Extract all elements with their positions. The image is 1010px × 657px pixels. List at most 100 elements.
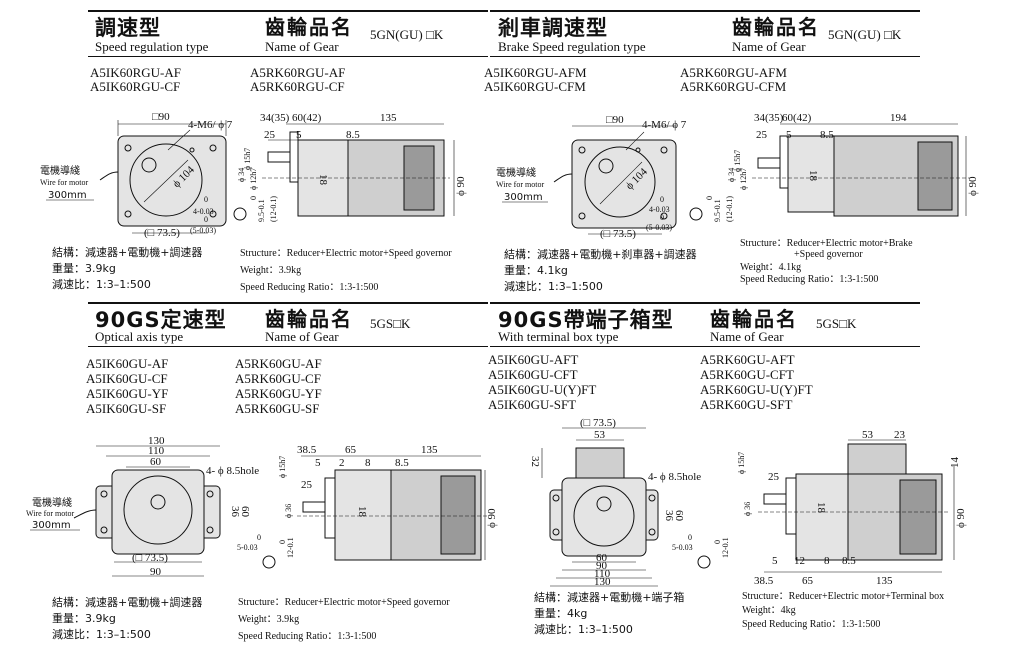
model-item: A5RK60GU-CF (235, 371, 321, 386)
gearhead-body (787, 135, 835, 213)
dim-shaft-tol: ϕ 15h7 (243, 148, 252, 170)
dim-l385: 38.5 (754, 575, 774, 587)
front-view-drawing: 130 110 60 4- ϕ 8.5hole 36 60 (□ 73.5) 9… (26, 435, 259, 578)
dim-w60: 60 (596, 552, 608, 564)
shaft-section (233, 207, 247, 221)
key-zero3: 0 (249, 196, 258, 200)
dim-h60: 60 (673, 510, 685, 522)
model-item: A5RK60RGU-CF (250, 79, 345, 94)
mount-hole (552, 528, 560, 536)
dim-l65: 65 (802, 575, 814, 587)
section-subtitle: With terminal box type (498, 329, 619, 344)
spec-structure: 結構：減速器+電動機+調速器 (52, 596, 203, 609)
dim-l65: 65 (345, 444, 357, 456)
header-rule-bottom (490, 56, 920, 57)
dim-s25: 25 (756, 129, 768, 141)
key-height2: (12-0.1) (269, 196, 278, 222)
wire-label-en: Wire for motor (496, 180, 544, 189)
gear-name-label: 齒輪品名 (265, 307, 353, 331)
flange-block (324, 477, 336, 539)
key-zero2: 0 (660, 213, 664, 222)
mount-hole (124, 210, 132, 218)
wire-label-en: Wire for motor (40, 178, 88, 187)
dim-shaft-d: ϕ 34 (727, 168, 736, 182)
shaft (267, 151, 291, 163)
gearhead-body (334, 469, 392, 561)
model-item: A5IK60GU-SF (86, 401, 167, 416)
model-item: A5RK60GU-U(Y)FT (700, 382, 813, 397)
section-title: 90GS帶端子箱型 (498, 308, 674, 332)
key-zero: 0 (204, 195, 208, 204)
key-width: 4-0.03 (193, 207, 214, 216)
key-height2: (12-0.1) (725, 196, 734, 222)
dim-s5: 5 (315, 457, 321, 469)
shaft-circle (141, 157, 157, 173)
dim-w90: 90 (596, 560, 608, 572)
front-view-drawing: □90 4-M6/ ϕ 7 ϕ 104 (□ 73.5) 電機導綫 Wire f… (496, 114, 734, 240)
key-width2: (5-0.03) (646, 223, 672, 232)
dim-w90: 90 (150, 566, 162, 578)
model-item: A5IK60GU-AFT (488, 352, 579, 367)
model-item: A5IK60RGU-CF (90, 79, 181, 94)
dim-h36: 36 (663, 510, 675, 522)
spec-ratio-en: Speed Reducing Ratio：1:3-1:500 (742, 619, 881, 630)
key-height: 9.5-0.1 (257, 199, 266, 222)
shaft (763, 493, 787, 505)
wire (73, 509, 97, 519)
spec-ratio: 減速比：1:3–1:500 (504, 280, 603, 293)
spec-weight: 重量：3.9kg (52, 262, 116, 275)
shaft (302, 501, 326, 513)
gear-name-en: Name of Gear (732, 39, 806, 54)
model-item: A5IK60GU-U(Y)FT (488, 382, 597, 397)
dim-shaft-tol2: ϕ 12h7 (739, 168, 748, 190)
header-rule (490, 10, 920, 12)
mount-hole (209, 144, 217, 152)
mount-hole (206, 526, 214, 534)
spec-structure-en: Structure：Reducer+Electric motor+Speed g… (240, 248, 452, 259)
dim-flange: (□ 73.5) (580, 417, 616, 429)
mount-hole (648, 528, 656, 536)
dim-key: 18 (807, 170, 819, 182)
dim-hole: 4-M6/ ϕ 7 (188, 119, 233, 131)
spec-weight: 重量：4kg (534, 607, 588, 620)
key-height: 9.5-0.1 (713, 199, 722, 222)
model-list-right: A5RK60RGU-AF A5RK60RGU-CF (250, 66, 345, 94)
model-item: A5RK60GU-CFT (700, 367, 794, 382)
key-zero2: 0 (713, 540, 722, 544)
spec-weight: 重量：4.1kg (504, 264, 568, 277)
gear-name-label: 齒輪品名 (732, 15, 820, 39)
section-terminal-box: 90GS帶端子箱型 With terminal box type 齒輪品名 Na… (488, 296, 1010, 657)
gear-code: 5GS□K (816, 316, 857, 331)
model-item: A5RK60GU-SF (235, 401, 320, 416)
model-item: A5IK60GU-AF (86, 356, 169, 371)
mount-hole (124, 144, 132, 152)
spec-zh: 結構：減速器+電動機+刹車器+調速器 重量：4.1kg 減速比：1:3–1:50… (504, 247, 697, 295)
dim-w60: 60 (150, 456, 162, 468)
gear-name-label: 齒輪品名 (265, 15, 353, 39)
dim-height: ϕ 90 (955, 508, 967, 528)
mount-hole (648, 494, 656, 502)
model-item: A5IK60GU-CF (86, 371, 168, 386)
side-view-drawing: 34(35) 60(42) 135 25 5 8.5 18 ϕ 90 ϕ 15h… (237, 112, 467, 217)
dim-l135: 135 (876, 575, 893, 587)
dim-l385: 38.5 (297, 444, 317, 456)
flange-block (785, 477, 797, 535)
dim-shaft-d: ϕ 34 (237, 168, 246, 182)
bolt-hole (635, 147, 641, 153)
gear-name-en: Name of Gear (710, 329, 784, 344)
section-speed-regulation: 調速型 Speed regulation type 齒輪品名 Name of G… (0, 0, 505, 300)
dim-w53: 53 (594, 429, 606, 441)
dim-s5: 5 (296, 129, 302, 141)
dim-s25: 25 (264, 129, 276, 141)
model-item: A5IK60GU-CFT (488, 367, 578, 382)
dim-h14: 14 (949, 457, 961, 469)
terminal-box (847, 443, 907, 475)
dim-len3: 135 (380, 112, 397, 124)
spec-ratio: 減速比：1:3–1:500 (534, 623, 633, 636)
spec-structure-en: Structure：Reducer+Electric motor+Termina… (742, 591, 945, 602)
shaft-circle (596, 496, 612, 512)
dim-flange: (□ 73.5) (132, 552, 168, 564)
dim-height: ϕ 90 (486, 508, 498, 528)
model-item: A5IK60RGU-AF (90, 65, 181, 80)
spec-weight-en: Weight：3.9kg (238, 614, 300, 625)
